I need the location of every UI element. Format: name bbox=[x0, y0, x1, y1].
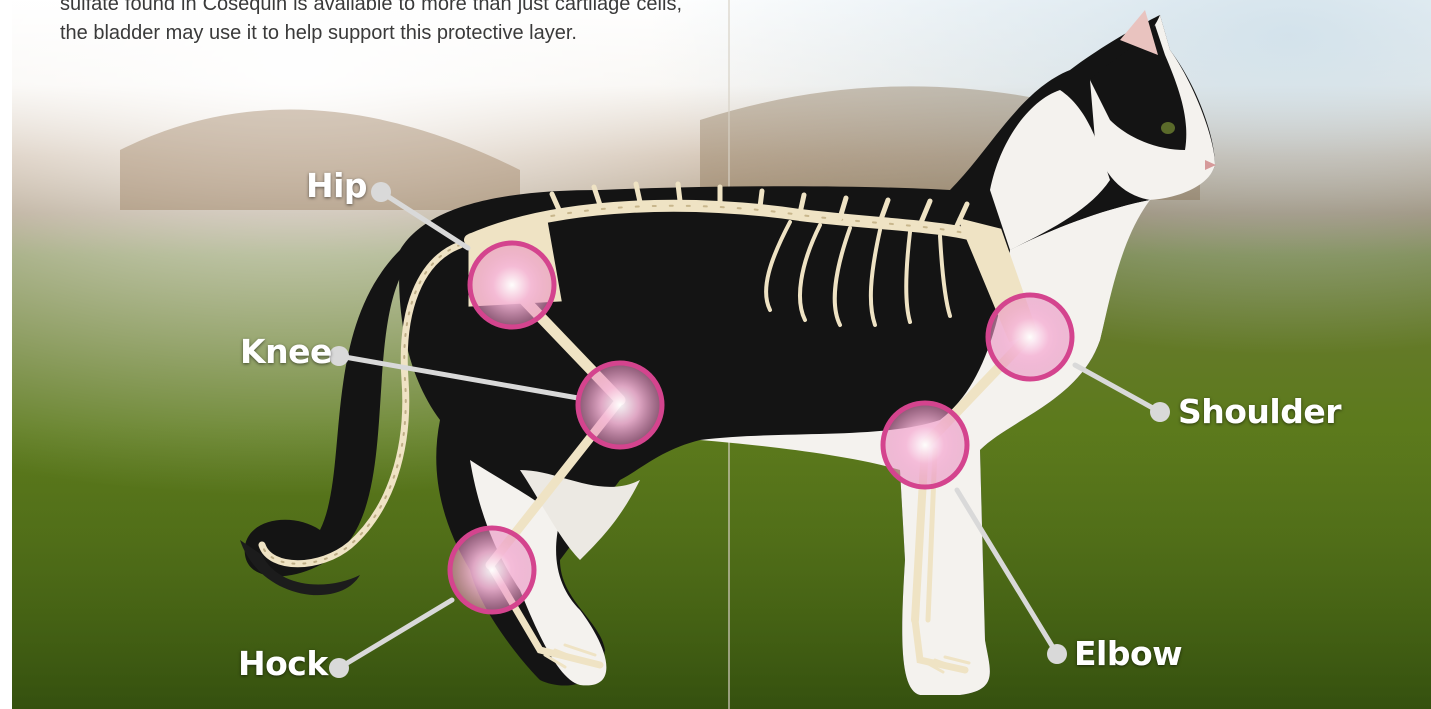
joint-knee bbox=[578, 363, 662, 447]
label-knee: Knee bbox=[240, 332, 332, 371]
label-elbow: Elbow bbox=[1074, 634, 1182, 673]
joint-elbow bbox=[883, 403, 967, 487]
dot-elbow bbox=[1047, 644, 1067, 664]
label-hock: Hock bbox=[238, 644, 328, 683]
label-hip: Hip bbox=[306, 166, 367, 205]
dot-knee bbox=[329, 346, 349, 366]
left-page-margin bbox=[0, 0, 12, 709]
dot-hip bbox=[371, 182, 391, 202]
label-shoulder: Shoulder bbox=[1178, 392, 1341, 431]
joint-shoulder bbox=[988, 295, 1072, 379]
intro-paragraph: sulfate found in Cosequin is available t… bbox=[60, 0, 682, 48]
joint-hock bbox=[450, 528, 534, 612]
joint-hip bbox=[470, 243, 554, 327]
dot-shoulder bbox=[1150, 402, 1170, 422]
dot-hock bbox=[329, 658, 349, 678]
